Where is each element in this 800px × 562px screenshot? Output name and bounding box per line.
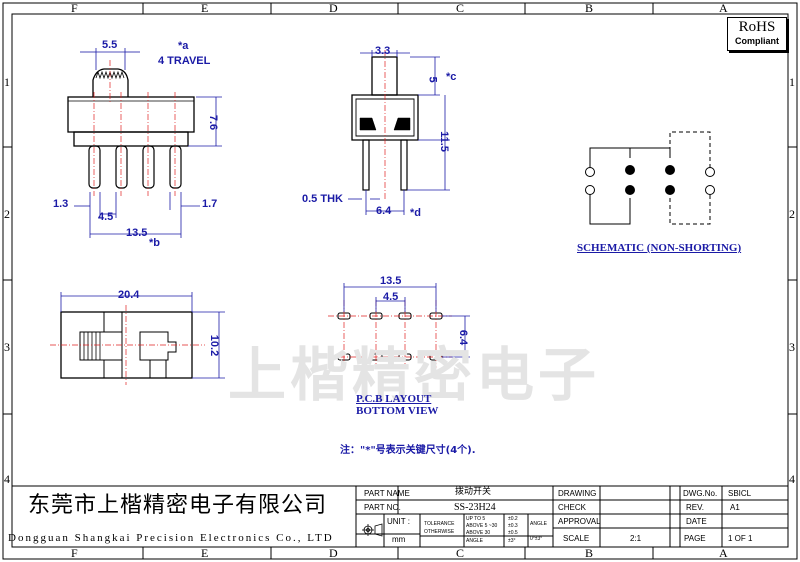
projection-symbol (362, 523, 383, 537)
zone-label-side: 4 (789, 472, 795, 486)
dwg-no-value: SBICL (728, 489, 752, 498)
dim-pcb-span: 13.5 (380, 275, 402, 287)
check-label: CHECK (558, 503, 587, 512)
unit-value: mm (392, 535, 406, 544)
angle-tolerance: 0°±3° (530, 536, 543, 542)
zone-label-top: B (585, 1, 594, 15)
top-view (50, 292, 225, 385)
otherwise-label: OTHERWISE (424, 529, 455, 535)
tol-value: ±0.3 (508, 523, 518, 529)
dim-knob-thickness: 3.3 (375, 45, 391, 57)
dim-pitch: 4.5 (98, 211, 114, 223)
zone-label-top: F (71, 1, 78, 15)
scale-label: SCALE (563, 534, 590, 543)
zone-label-side: 2 (4, 207, 10, 221)
page-value: 1 OF 1 (728, 534, 753, 543)
zone-label-side: 3 (789, 340, 795, 354)
zone-label-top: A (719, 1, 728, 15)
dwg-no-label: DWG.No. (683, 489, 718, 498)
dim-body-height: 7.6 (207, 114, 220, 131)
side-view (67, 48, 222, 238)
zone-ticks (3, 3, 797, 559)
approval-label: APPROVAL (558, 517, 601, 526)
zone-label-side: 1 (4, 75, 10, 89)
zone-label-bottom: F (71, 546, 78, 560)
page-label: PAGE (684, 534, 706, 543)
zone-label-side: 1 (789, 75, 795, 89)
angle-label: ANGLE (530, 521, 547, 527)
note-b: *b (149, 237, 160, 249)
dim-left: 1.3 (53, 198, 69, 210)
dim-right: 1.7 (202, 198, 218, 210)
zone-label-top: C (456, 1, 465, 15)
pcb-layout (328, 283, 470, 368)
note-c: *c (446, 71, 457, 83)
front-view (348, 50, 450, 215)
title-block (11, 485, 789, 548)
scale-value: 2:1 (630, 534, 642, 543)
watermark: 上楷精密电子 (228, 341, 601, 409)
note-d: *d (410, 207, 421, 219)
tol-angle-label: ANGLE (466, 538, 483, 544)
company-name-en: Dongguan Shangkai Precision Electronics … (8, 532, 334, 544)
zone-label-bottom: C (456, 546, 465, 560)
schematic-title: SCHEMATIC (NON-SHORTING) (577, 242, 742, 254)
tol-row: UP TO 5 (466, 516, 486, 522)
tol-value: ±0.5 (508, 530, 518, 536)
zone-label-side: 2 (789, 207, 795, 221)
tol-row: ABOVE 5 ~30 (466, 523, 498, 529)
part-no-value: SS-23H24 (454, 502, 496, 513)
zone-label-bottom: D (329, 546, 338, 560)
zone-label-top: E (201, 1, 209, 15)
pcb-title: P.C.B LAYOUT (356, 393, 432, 405)
rohs-title: RoHS (738, 19, 776, 35)
dim-total-height: 11.5 (437, 131, 450, 152)
zone-label-bottom: A (719, 546, 728, 560)
dim-pcb-pitch: 4.5 (383, 291, 399, 303)
dim-row-spacing: 6.4 (376, 205, 392, 217)
tolerance-label: TOLERANCE (424, 521, 455, 527)
part-name-value: 拨动开关 (455, 487, 492, 497)
drawing-label: DRAWING (558, 489, 597, 498)
travel-label: 4 TRAVEL (158, 55, 211, 67)
rohs-subtitle: Compliant (735, 36, 779, 46)
schematic (585, 131, 715, 225)
rohs-badge: RoHS Compliant (727, 17, 787, 51)
tol-row: ABOVE 30 (466, 530, 491, 536)
dim-knob-width: 5.5 (102, 39, 118, 51)
dim-pcb-row: 6.4 (457, 329, 470, 346)
key-dimension-note: 注："*"号表示关键尺寸(4个). (340, 445, 476, 456)
thickness-label: 0.5 THK (302, 193, 343, 205)
unit-label: UNIT : (387, 517, 410, 526)
part-no-label: PART NO. (364, 503, 401, 512)
rev-value: A1 (730, 503, 740, 512)
note-a: *a (178, 40, 189, 52)
tol-value: ±0.2 (508, 516, 518, 522)
date-label: DATE (686, 517, 707, 526)
rev-label: REV. (686, 503, 704, 512)
company-name-cn: 东莞市上楷精密电子有限公司 (28, 493, 328, 518)
tol-angle-value: ±3° (508, 538, 516, 544)
zone-label-bottom: B (585, 546, 594, 560)
dim-span: 13.5 (126, 227, 148, 239)
zone-label-bottom: E (201, 546, 209, 560)
pcb-subtitle: BOTTOM VIEW (356, 405, 439, 417)
zone-label-side: 4 (4, 472, 10, 486)
part-name-label: PART NAME (364, 489, 410, 498)
zone-label-side: 3 (4, 340, 10, 354)
dim-top-height: 10.2 (208, 334, 221, 357)
dim-knob-height: 5 (426, 76, 439, 83)
zone-label-top: D (329, 1, 338, 15)
dim-top-width: 20.4 (118, 289, 140, 301)
